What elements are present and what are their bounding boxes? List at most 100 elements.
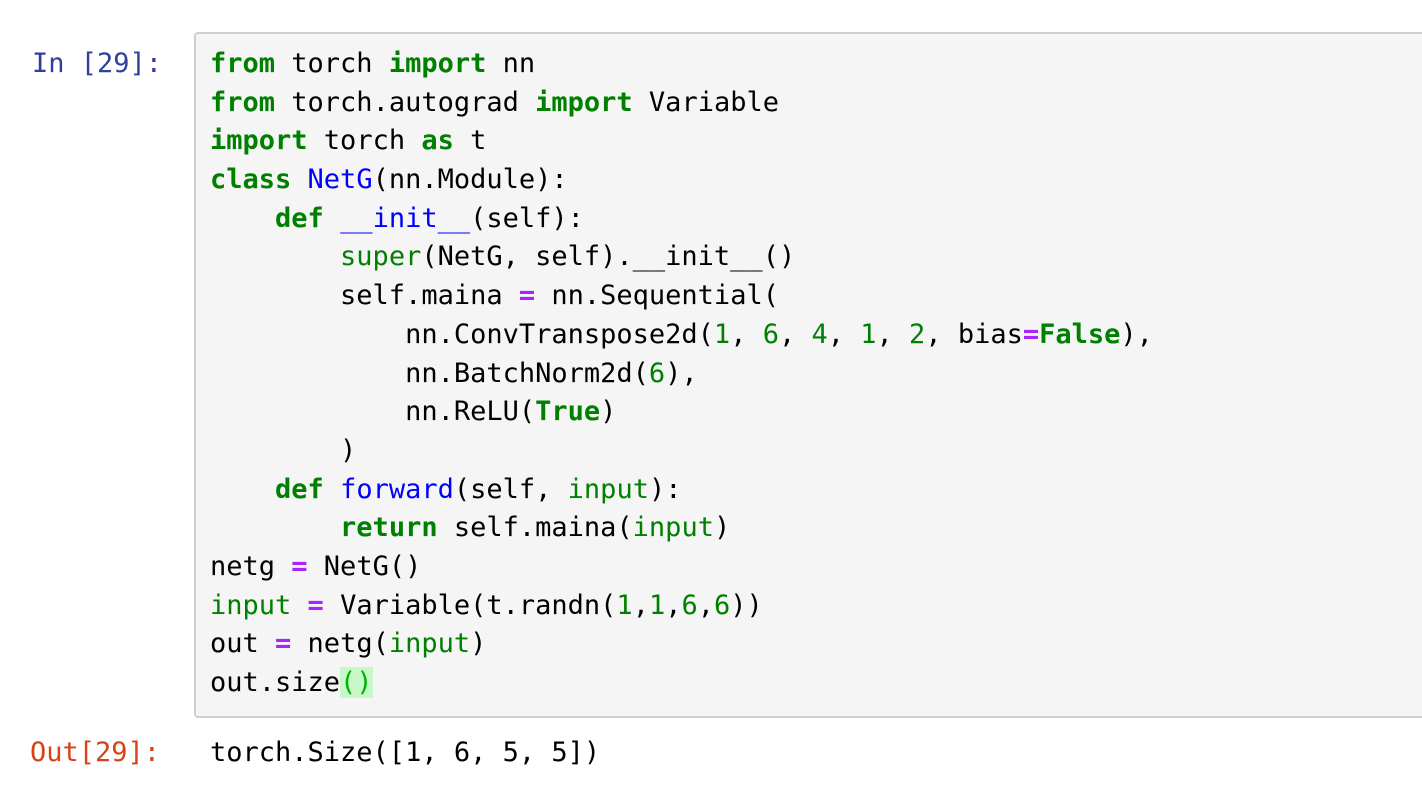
builtin-token: input xyxy=(632,512,714,544)
operator-token: = xyxy=(307,589,324,621)
code-text-token: , bias xyxy=(925,318,1023,350)
code-line[interactable]: import torch as t xyxy=(210,122,1153,161)
code-line[interactable]: out = netg(input) xyxy=(210,625,1153,664)
code-text-token: ) xyxy=(210,434,357,466)
keyword-token: def xyxy=(275,202,324,234)
bracket-match-token: () xyxy=(340,667,373,698)
code-input-area[interactable] xyxy=(194,32,1422,718)
function-name-token: forward xyxy=(340,473,454,505)
function-name-token: __init__ xyxy=(340,202,471,234)
code-line[interactable]: input = Variable(t.randn(1,1,6,6)) xyxy=(210,587,1153,626)
keyword-token: from xyxy=(210,48,276,79)
code-text-token xyxy=(210,474,275,505)
code-text-token: (nn.Module): xyxy=(372,164,568,196)
output-text: torch.Size([1, 6, 5, 5]) xyxy=(210,737,601,768)
code-line[interactable]: def __init__(self): xyxy=(210,200,1153,239)
code-line[interactable]: nn.ReLU(True) xyxy=(210,393,1153,432)
code-line[interactable]: from torch.autograd import Variable xyxy=(210,84,1153,123)
input-prompt: In [29]: xyxy=(32,48,163,79)
keyword-token: class xyxy=(210,164,292,196)
number-token: 6 xyxy=(681,589,698,621)
code-line[interactable]: out.size() xyxy=(210,664,1153,703)
code-text-token: ) xyxy=(600,396,617,428)
code-text-token: t xyxy=(453,125,487,157)
code-line[interactable]: return self.maina(input) xyxy=(210,509,1153,548)
keyword-token: as xyxy=(421,125,454,157)
function-name-token: NetG xyxy=(307,164,373,196)
keyword-token: False xyxy=(1039,318,1121,350)
code-text-token: nn.ConvTranspose2d( xyxy=(210,318,714,350)
keyword-token: import xyxy=(535,86,633,118)
code-line[interactable]: self.maina = nn.Sequential( xyxy=(210,277,1153,316)
operator-token: = xyxy=(291,550,308,582)
code-line[interactable]: netg = NetG() xyxy=(210,548,1153,587)
code-text-token: netg( xyxy=(291,628,389,660)
number-token: 1 xyxy=(616,589,633,621)
number-token: 1 xyxy=(713,318,731,350)
keyword-token: import xyxy=(210,125,308,157)
builtin-token: input xyxy=(567,473,649,505)
number-token: 6 xyxy=(762,318,779,350)
code-text-token xyxy=(291,590,307,621)
code-text-token: NetG() xyxy=(307,550,422,582)
keyword-token: return xyxy=(340,512,438,544)
operator-token: = xyxy=(518,280,536,312)
output-prompt: Out[29]: xyxy=(30,737,161,768)
code-text-token: ), xyxy=(1120,318,1153,350)
keyword-token: import xyxy=(388,48,487,79)
builtin-token: super xyxy=(340,241,422,273)
builtin-token: input xyxy=(210,589,292,621)
code-text-token: torch.autograd xyxy=(275,86,536,118)
code-text-token: (self, xyxy=(453,473,568,505)
keyword-token: from xyxy=(210,86,276,118)
code-text-token: , xyxy=(778,318,812,350)
code-text-token: Variable xyxy=(632,86,779,118)
number-token: 6 xyxy=(714,589,731,621)
code-text-token xyxy=(291,164,307,195)
code-text-token: (NetG, self).__init__() xyxy=(421,241,796,273)
code-text-token: )) xyxy=(730,589,763,621)
number-token: 6 xyxy=(648,357,666,389)
code-text-token: nn.ReLU( xyxy=(210,396,536,428)
code-text-token: nn.BatchNorm2d( xyxy=(210,357,649,389)
code-text-token: torch xyxy=(307,125,422,157)
code-text-token: out xyxy=(210,628,276,660)
code-line[interactable]: def forward(self, input): xyxy=(210,471,1153,510)
keyword-token: def xyxy=(275,473,324,505)
code-text-token xyxy=(324,474,340,505)
code-text-token: , xyxy=(876,318,910,350)
code-text-token: nn.Sequential( xyxy=(535,280,779,312)
code-line[interactable]: super(NetG, self).__init__() xyxy=(210,238,1153,277)
code-text-token: , xyxy=(697,589,715,621)
code-text-token: (self): xyxy=(470,202,584,234)
code-text-token: Variable(t.randn( xyxy=(323,589,617,621)
code-text-token: ), xyxy=(665,357,698,389)
code-text-token xyxy=(210,512,340,543)
code-line[interactable]: nn.ConvTranspose2d(1, 6, 4, 1, 2, bias=F… xyxy=(210,316,1153,355)
operator-token: = xyxy=(1022,318,1040,350)
builtin-token: input xyxy=(388,628,471,660)
code-text-token: ) xyxy=(470,628,487,660)
code-text-token xyxy=(324,203,340,234)
code-line[interactable]: class NetG(nn.Module): xyxy=(210,161,1153,200)
code-text-token: netg xyxy=(210,550,292,582)
code-text-token: , xyxy=(665,589,682,621)
code-line[interactable]: nn.BatchNorm2d(6), xyxy=(210,355,1153,394)
code-text-token: nn xyxy=(486,48,536,79)
code-line[interactable]: from torch import nn xyxy=(210,45,1153,84)
number-token: 1 xyxy=(860,318,877,350)
code-text-token: self.maina( xyxy=(437,512,633,544)
number-token: 4 xyxy=(811,318,828,350)
code-text-token: ) xyxy=(713,512,731,544)
code-text-token: self.maina xyxy=(210,280,519,312)
code-text-token: , xyxy=(730,318,763,350)
code-line[interactable]: ) xyxy=(210,432,1153,471)
keyword-token: True xyxy=(535,396,601,428)
code-text-token: torch xyxy=(275,48,389,79)
code-text-token: out.size xyxy=(210,667,341,698)
code-text-token: , xyxy=(632,589,649,621)
code-text-token: , xyxy=(827,318,861,350)
number-token: 1 xyxy=(648,589,666,621)
operator-token: = xyxy=(275,628,292,660)
